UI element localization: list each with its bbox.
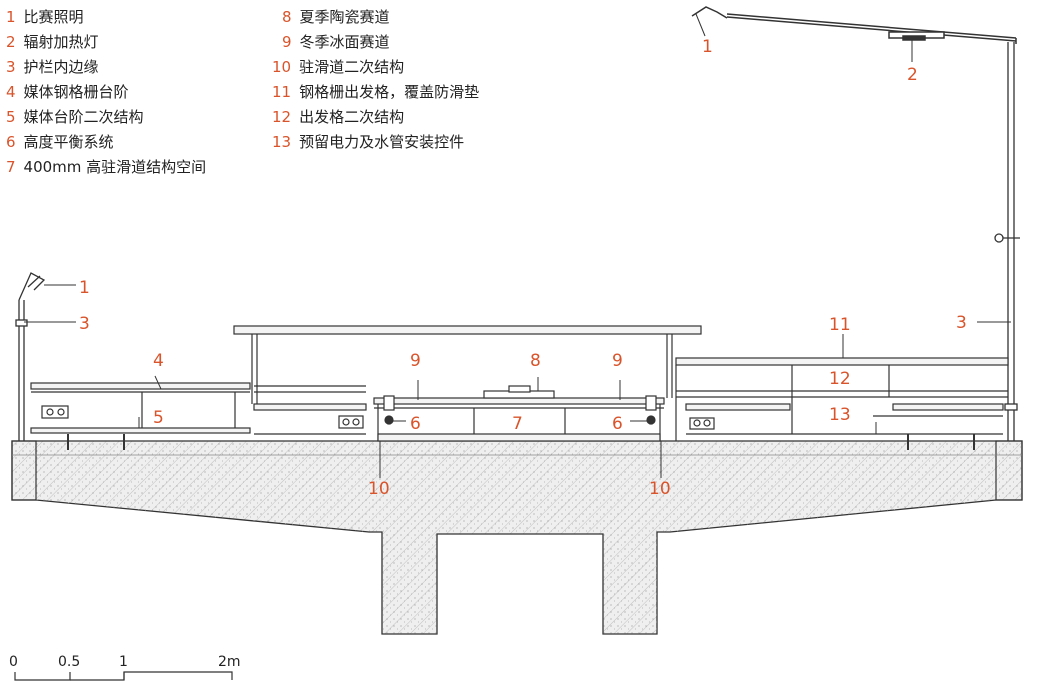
callout-3-left: 3 — [79, 314, 90, 334]
scale-label-0-5: 0.5 — [58, 654, 80, 670]
callout-13: 13 — [829, 405, 851, 425]
callout-labels: 1 2 3 1 3 4 5 9 8 9 6 7 6 10 10 11 12 13 — [79, 37, 967, 499]
callout-1-top: 1 — [702, 37, 713, 57]
left-media-steps — [30, 382, 367, 435]
callout-12: 12 — [829, 369, 851, 389]
scale-label-1: 1 — [119, 654, 128, 670]
anchor-bolts — [67, 434, 975, 450]
upper-platform — [233, 325, 702, 404]
callout-4: 4 — [153, 351, 164, 371]
callout-11: 11 — [829, 315, 851, 335]
callout-6-left: 6 — [410, 414, 421, 434]
callout-7: 7 — [512, 414, 523, 434]
leader-lines — [24, 13, 1011, 478]
callout-2: 2 — [907, 65, 918, 85]
callout-9-left: 9 — [410, 351, 421, 371]
callout-5: 5 — [153, 408, 164, 428]
callout-6-right: 6 — [612, 414, 623, 434]
track-assembly — [373, 385, 665, 442]
scale-label-0: 0 — [9, 654, 18, 670]
callout-8: 8 — [530, 351, 541, 371]
callout-10-left: 10 — [368, 479, 390, 499]
concrete-structure — [11, 440, 1023, 635]
callout-10-right: 10 — [649, 479, 671, 499]
roof-lighting-rail — [691, 6, 1017, 44]
right-start-platform — [675, 357, 1009, 441]
scale-label-2m: 2m — [218, 654, 241, 670]
scale-bar: 0 0.5 1 2m — [9, 654, 241, 681]
callout-3-right: 3 — [956, 313, 967, 333]
left-guardrail — [15, 272, 46, 441]
callout-9-right: 9 — [612, 351, 623, 371]
right-guardrail — [994, 42, 1020, 441]
callout-1-left: 1 — [79, 278, 90, 298]
